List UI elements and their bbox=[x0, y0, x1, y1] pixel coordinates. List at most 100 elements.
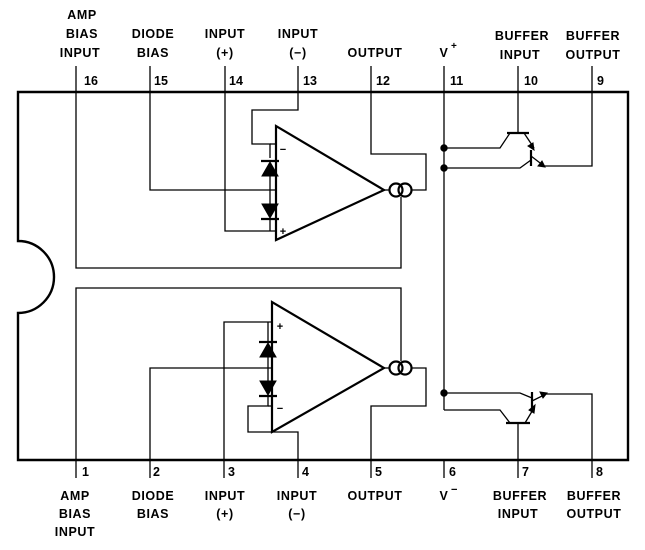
pin-8-name-line1: BUFFER bbox=[567, 489, 621, 503]
pin-9-number: 9 bbox=[597, 74, 604, 88]
pin-8-name-line2: OUTPUT bbox=[567, 507, 622, 521]
pin-6-label: 6 V − bbox=[440, 465, 458, 503]
pin-7-name-line1: BUFFER bbox=[493, 489, 547, 503]
pin-16-name-line2: BIAS bbox=[66, 27, 98, 41]
supply-and-buffers bbox=[440, 92, 593, 460]
pin-9-label: BUFFER OUTPUT 9 bbox=[566, 29, 621, 88]
pin-3-name-line2: (+) bbox=[216, 507, 233, 521]
pin-2-name-line2: BIAS bbox=[137, 507, 169, 521]
pin-15-label: DIODE BIAS 15 bbox=[132, 27, 175, 88]
pin-10-name-line1: BUFFER bbox=[495, 29, 549, 43]
upper-current-source-left bbox=[388, 182, 404, 198]
pin-11-name-superscript: + bbox=[451, 41, 457, 52]
pin-12-label: OUTPUT 12 bbox=[348, 46, 403, 88]
lower-output-wire bbox=[370, 367, 427, 460]
pin-16-name-line3: INPUT bbox=[60, 46, 101, 60]
upper-opamp-minus-sign: − bbox=[280, 144, 286, 156]
upper-diode-bias-wire bbox=[149, 92, 276, 191]
pin-1-name-line2: BIAS bbox=[59, 507, 91, 521]
upper-opamp-triangle bbox=[274, 124, 387, 242]
lower-buffer-output-wire bbox=[531, 393, 593, 460]
lower-current-source-left bbox=[388, 360, 404, 376]
pin-1-label: 1 AMP BIAS INPUT bbox=[55, 465, 96, 539]
ic-package-outline bbox=[16, 90, 630, 462]
upper-output-wire bbox=[370, 92, 427, 191]
lower-amp-bias-wire bbox=[75, 287, 402, 460]
upper-amplifier: − + bbox=[75, 92, 427, 269]
pin-8-number: 8 bbox=[596, 465, 603, 479]
lower-diode-bottom-icon bbox=[259, 380, 277, 397]
pin-1-name-line3: INPUT bbox=[55, 525, 96, 539]
lower-inverting-input-wire bbox=[247, 396, 299, 460]
pin-15-name-line2: BIAS bbox=[137, 46, 169, 60]
pin-10-label: BUFFER INPUT 10 bbox=[495, 29, 549, 88]
pin-2-label: 2 DIODE BIAS bbox=[132, 465, 175, 521]
pin-6-name-superscript: − bbox=[451, 484, 457, 496]
lower-noninverting-input-wire bbox=[223, 321, 272, 460]
pin-3-label: 3 INPUT (+) bbox=[205, 465, 246, 521]
lower-opamp-plus-sign: + bbox=[277, 321, 283, 333]
pin-1-number: 1 bbox=[82, 465, 89, 479]
pin-2-name-line1: DIODE bbox=[132, 489, 175, 503]
lower-opamp-minus-sign: − bbox=[277, 403, 283, 415]
upper-current-source-right bbox=[397, 182, 413, 198]
pin-5-number: 5 bbox=[375, 465, 382, 479]
upper-inverting-input-wire bbox=[251, 92, 299, 158]
pin-11-label: V + 11 bbox=[440, 41, 464, 88]
pin-14-number: 14 bbox=[229, 74, 243, 88]
pin-13-name-line1: INPUT bbox=[278, 27, 319, 41]
upper-q1-emitter-arrow-icon bbox=[527, 142, 535, 152]
pin-14-name-line2: (+) bbox=[216, 46, 233, 60]
pin-16-label: AMP BIAS INPUT 16 bbox=[60, 8, 101, 88]
pin-2-number: 2 bbox=[153, 465, 160, 479]
lower-q2-emitter-arrow-icon bbox=[539, 391, 548, 399]
pin-7-name-line2: INPUT bbox=[498, 507, 539, 521]
upper-diode-bottom-icon bbox=[261, 203, 279, 220]
lower-diode-bias-wire bbox=[149, 367, 272, 460]
pin-12-number: 12 bbox=[376, 74, 390, 88]
pin-9-name-line1: BUFFER bbox=[566, 29, 620, 43]
pin-16-name-line1: AMP bbox=[67, 8, 97, 22]
upper-opamp-plus-sign: + bbox=[280, 226, 286, 238]
pin-11-name-line1: V bbox=[440, 46, 449, 60]
pin-10-number: 10 bbox=[524, 74, 538, 88]
pin-14-label: INPUT (+) 14 bbox=[205, 27, 246, 88]
upper-q2-collector bbox=[444, 159, 532, 169]
pin-8-label: 8 BUFFER OUTPUT bbox=[567, 465, 622, 521]
lower-q1-collector bbox=[444, 409, 511, 424]
pin-4-number: 4 bbox=[302, 465, 309, 479]
pin-15-number: 15 bbox=[154, 74, 168, 88]
lower-q2-collector bbox=[444, 392, 533, 399]
pin-13-name-line2: (−) bbox=[289, 46, 306, 60]
pin-13-number: 13 bbox=[303, 74, 317, 88]
pin-1-name-line1: AMP bbox=[60, 489, 90, 503]
pin-stubs bbox=[75, 66, 593, 478]
pin-12-name-line1: OUTPUT bbox=[348, 46, 403, 60]
upper-buffer-output-wire bbox=[530, 92, 593, 167]
pin-3-number: 3 bbox=[228, 465, 235, 479]
pin-4-name-line1: INPUT bbox=[277, 489, 318, 503]
pin-6-number: 6 bbox=[449, 465, 456, 479]
upper-amp-bias-wire bbox=[75, 92, 402, 269]
lower-amplifier: + − bbox=[75, 287, 427, 460]
pin-9-name-line2: OUTPUT bbox=[566, 48, 621, 62]
pin-15-name-line1: DIODE bbox=[132, 27, 175, 41]
upper-q1-collector bbox=[444, 132, 511, 149]
pin-3-name-line1: INPUT bbox=[205, 489, 246, 503]
lower-current-source-right bbox=[397, 360, 413, 376]
pin-4-name-line2: (−) bbox=[288, 507, 305, 521]
pin-16-number: 16 bbox=[84, 74, 98, 88]
pin-5-label: 5 OUTPUT bbox=[348, 465, 403, 503]
lower-diode-top-icon bbox=[259, 341, 277, 358]
upper-noninverting-input-wire bbox=[224, 92, 276, 232]
pin-14-name-line1: INPUT bbox=[205, 27, 246, 41]
pin-5-name-line1: OUTPUT bbox=[348, 489, 403, 503]
pin-10-name-line2: INPUT bbox=[500, 48, 541, 62]
pin-4-label: 4 INPUT (−) bbox=[277, 465, 318, 521]
pin-6-name-line1: V bbox=[440, 489, 449, 503]
lower-opamp-triangle bbox=[270, 300, 387, 434]
pin-13-label: INPUT (−) 13 bbox=[278, 27, 319, 88]
pin-7-label: 7 BUFFER INPUT bbox=[493, 465, 547, 521]
upper-q2-emitter-arrow-icon bbox=[537, 160, 546, 168]
